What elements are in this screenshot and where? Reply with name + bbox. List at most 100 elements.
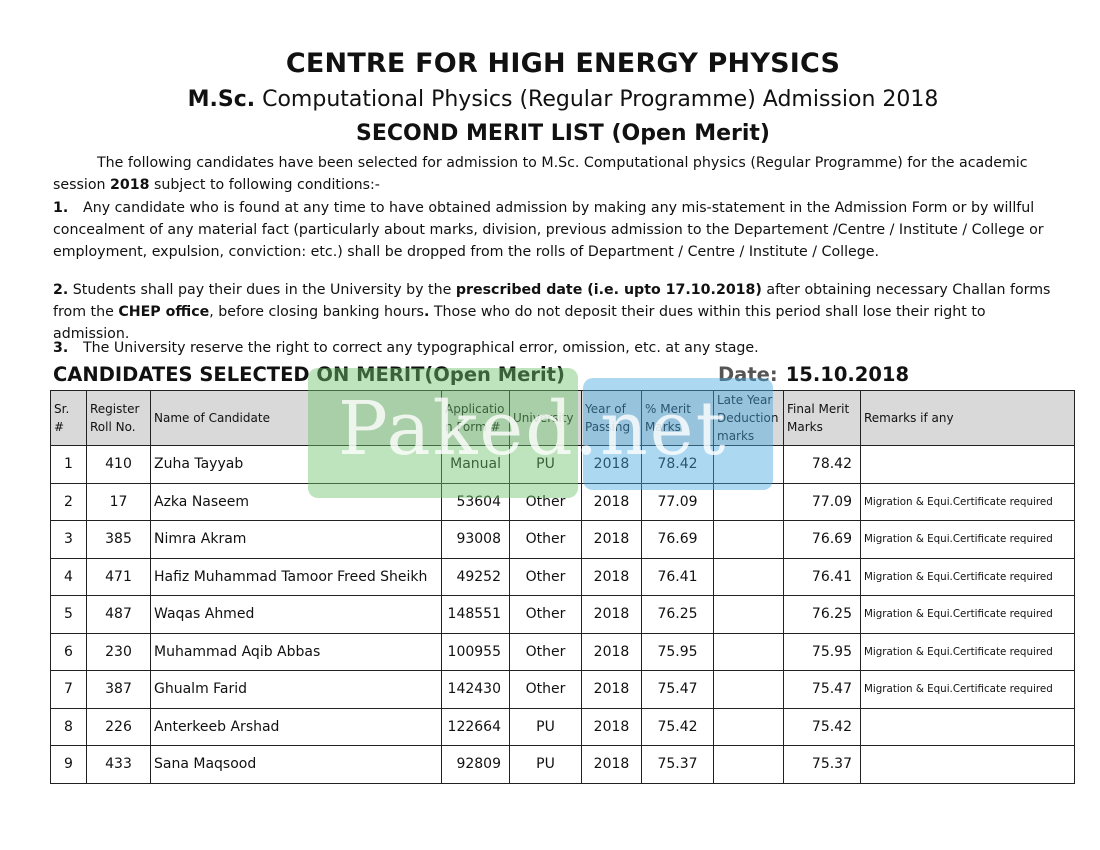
cell-form: 93008	[441, 520, 510, 559]
cell-roll: 471	[86, 557, 151, 596]
merit-list-title: SECOND MERIT LIST (Open Merit)	[355, 121, 770, 146]
cell-roll: 433	[86, 745, 151, 784]
cell-year: 2018	[581, 632, 642, 671]
cell-merit: 76.41	[641, 557, 714, 596]
cell-roll: 387	[86, 670, 151, 709]
cell-university: Other	[509, 482, 582, 521]
cell-sr: 2	[50, 482, 87, 521]
condition-2-text-d: Those who do not deposit their dues with…	[53, 304, 986, 342]
cell-deduction	[713, 520, 784, 559]
cell-form: 100955	[441, 632, 510, 671]
header-deduction: Late Year Deduction marks	[713, 390, 784, 446]
cell-university: Other	[509, 557, 582, 596]
cell-university: PU	[509, 445, 582, 484]
cell-sr: 9	[50, 745, 87, 784]
cell-roll: 17	[86, 482, 151, 521]
cell-form: 92809	[441, 745, 510, 784]
cell-final: 76.25	[783, 595, 861, 634]
condition-3-text: The University reserve the right to corr…	[83, 340, 759, 356]
cell-merit: 77.09	[641, 482, 714, 521]
cell-merit: 76.25	[641, 595, 714, 634]
cell-deduction	[713, 707, 784, 746]
cell-university: Other	[509, 595, 582, 634]
condition-1: 1.Any candidate who is found at any time…	[53, 197, 1063, 263]
cell-name: Hafiz Muhammad Tamoor Freed Sheikh	[150, 557, 442, 596]
cell-deduction	[713, 632, 784, 671]
page-title: CENTRE FOR HIGH ENERGY PHYSICS	[285, 48, 841, 79]
cell-form: 142430	[441, 670, 510, 709]
cell-year: 2018	[581, 520, 642, 559]
cell-roll: 385	[86, 520, 151, 559]
cell-sr: 8	[50, 707, 87, 746]
cell-year: 2018	[581, 482, 642, 521]
date-label: Date:	[718, 363, 778, 386]
condition-1-text: Any candidate who is found at any time t…	[53, 200, 1044, 260]
cell-roll: 487	[86, 595, 151, 634]
cell-sr: 1	[50, 445, 87, 484]
cell-merit: 75.37	[641, 745, 714, 784]
cell-merit: 76.69	[641, 520, 714, 559]
cell-remarks: Migration & Equi.Certificate required	[860, 520, 1075, 559]
cell-remarks	[860, 445, 1075, 484]
cell-merit: 78.42	[641, 445, 714, 484]
cell-form: 122664	[441, 707, 510, 746]
cell-remarks	[860, 745, 1075, 784]
cell-deduction	[713, 670, 784, 709]
intro-paragraph: The following candidates have been selec…	[53, 152, 1063, 196]
cell-deduction	[713, 557, 784, 596]
cell-final: 78.42	[783, 445, 861, 484]
program-degree: M.Sc.	[187, 87, 256, 112]
header-roll: Register Roll No.	[86, 390, 151, 446]
cell-merit: 75.42	[641, 707, 714, 746]
cell-university: PU	[509, 707, 582, 746]
date-value: 15.10.2018	[785, 363, 910, 386]
cell-form: 53604	[441, 482, 510, 521]
header-sr: Sr. #	[50, 390, 87, 446]
cell-deduction	[713, 482, 784, 521]
cell-name: Nimra Akram	[150, 520, 442, 559]
cell-sr: 6	[50, 632, 87, 671]
cell-remarks: Migration & Equi.Certificate required	[860, 482, 1075, 521]
header-final: Final Merit Marks	[783, 390, 861, 446]
cell-form: 49252	[441, 557, 510, 596]
cell-year: 2018	[581, 445, 642, 484]
cell-sr: 7	[50, 670, 87, 709]
intro-text-a: The following candidates have been selec…	[53, 155, 1028, 193]
intro-year: 2018	[110, 177, 150, 193]
cell-final: 75.47	[783, 670, 861, 709]
cell-name: Sana Maqsood	[150, 745, 442, 784]
cell-final: 75.37	[783, 745, 861, 784]
intro-text-b: subject to following conditions:-	[149, 177, 380, 193]
cell-university: PU	[509, 745, 582, 784]
cell-remarks: Migration & Equi.Certificate required	[860, 670, 1075, 709]
cell-roll: 230	[86, 632, 151, 671]
program-title: M.Sc. Computational Physics (Regular Pro…	[0, 87, 1100, 112]
cell-final: 75.95	[783, 632, 861, 671]
header-year: Year of Passing	[581, 390, 642, 446]
cell-roll: 410	[86, 445, 151, 484]
cell-university: Other	[509, 632, 582, 671]
header-name: Name of Candidate	[150, 390, 442, 446]
header-form: Application Form #	[441, 390, 510, 446]
table-header-row: Sr. # Register Roll No. Name of Candidat…	[50, 390, 1075, 446]
cell-sr: 3	[50, 520, 87, 559]
header-merit: % Merit Marks	[641, 390, 714, 446]
cell-merit: 75.47	[641, 670, 714, 709]
merit-table: Sr. # Register Roll No. Name of Candidat…	[50, 390, 1075, 784]
condition-2: 2. Students shall pay their dues in the …	[53, 279, 1063, 345]
cell-form: 148551	[441, 595, 510, 634]
condition-2-period: .	[423, 304, 430, 320]
cell-form: Manual	[441, 445, 510, 484]
cell-sr: 4	[50, 557, 87, 596]
condition-2-deadline: prescribed date (i.e. upto 17.10.2018)	[455, 282, 762, 298]
condition-2-number: 2.	[53, 282, 69, 298]
program-name: Computational Physics (Regular Programme…	[255, 87, 939, 112]
cell-name: Muhammad Aqib Abbas	[150, 632, 442, 671]
